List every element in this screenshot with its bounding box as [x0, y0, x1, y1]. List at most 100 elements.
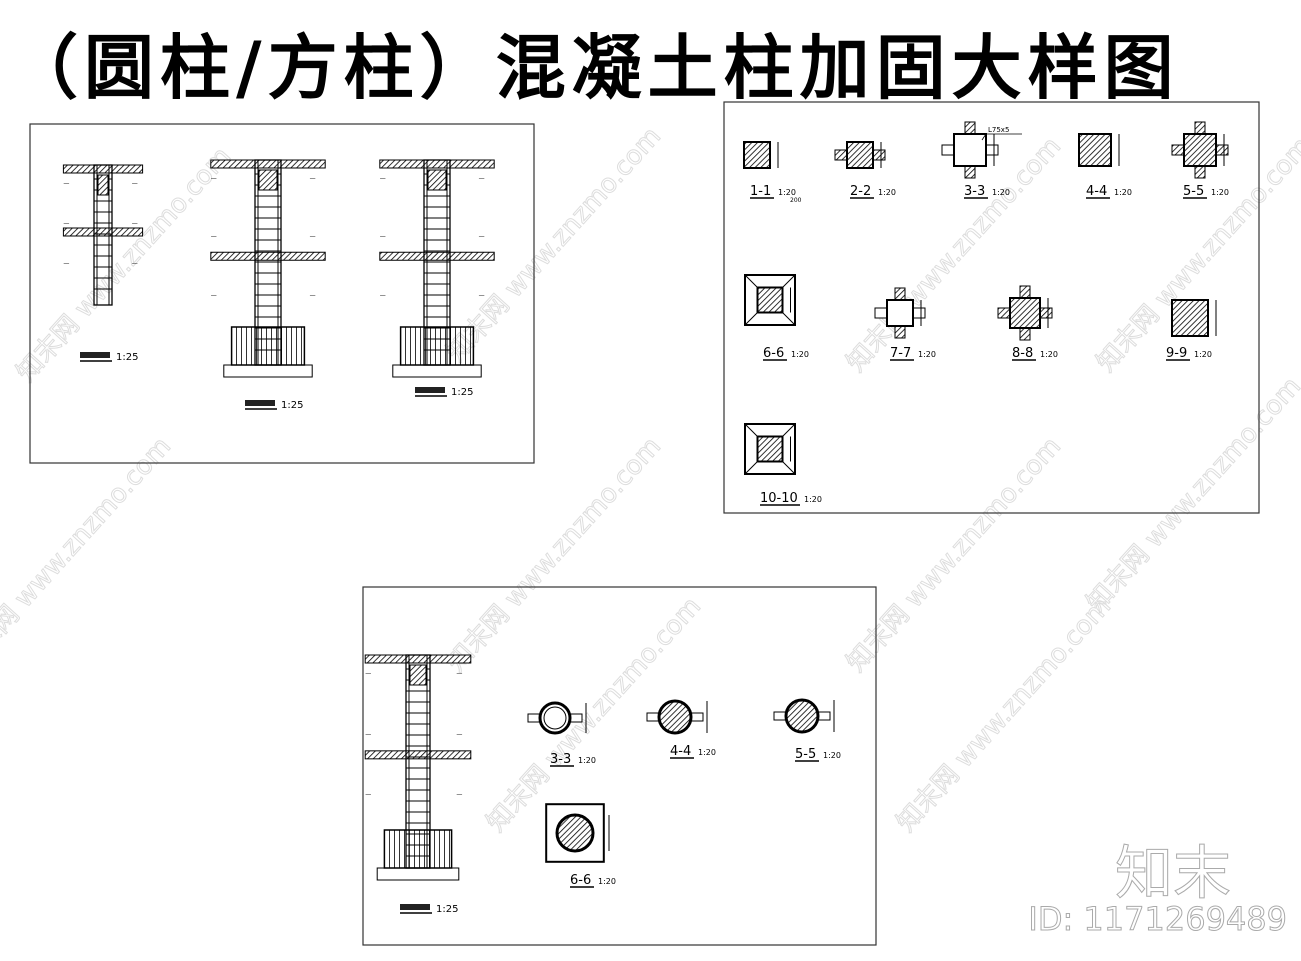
dimension-mark: — [211, 175, 217, 182]
caption-elevation-b: 1:25 [245, 400, 303, 411]
column-section [1171, 299, 1209, 337]
beam-section [258, 169, 278, 191]
slab-top [210, 159, 326, 169]
section-scale: 1:20 [1211, 188, 1229, 197]
dimension-mark: — [479, 292, 485, 299]
dimension-mark: — [456, 731, 462, 738]
watermark-text: 知末网 www.znzmo.com [441, 122, 667, 368]
section-scale: 1:20 [823, 751, 841, 760]
section-8-8 [997, 285, 1053, 341]
dimension-mark: — [365, 670, 371, 677]
jacket-outline [744, 274, 796, 326]
section-scale: 1:20 [578, 756, 596, 765]
diagonal [782, 461, 796, 475]
slab-middle [364, 750, 472, 760]
section-2-2 [834, 141, 886, 169]
column-section [743, 141, 771, 169]
caption-section-1-1: 1-1 1:20 [750, 184, 796, 199]
section-label: 6-6 [763, 346, 784, 361]
watermark-text: 知末网 www.znzmo.com [0, 432, 177, 678]
caption-title-block [415, 387, 445, 393]
annotation-leader [981, 133, 987, 141]
sheet-3-frame [362, 586, 877, 946]
section-scale: 1:20 [698, 748, 716, 757]
foundation [392, 364, 482, 378]
section-6-6 [744, 274, 796, 326]
diagonal [744, 423, 758, 437]
dimension-mark: — [456, 792, 462, 799]
dimension-mark: — [132, 260, 138, 267]
column-section [1009, 297, 1041, 329]
elevation-scale: 1:25 [451, 387, 473, 398]
caption-section-5-5: 5-5 1:20 [1183, 184, 1229, 199]
column-section [756, 435, 784, 463]
dimension-mark: — [63, 260, 69, 267]
column-section [756, 286, 784, 314]
section-3-3 [941, 121, 999, 179]
dimension-mark: — [211, 234, 217, 241]
column-section [1078, 133, 1112, 167]
jacket-outline [744, 423, 796, 475]
column-section [953, 133, 987, 167]
slab-middle [62, 227, 144, 237]
section-5-5 [1171, 121, 1229, 179]
section-10-10 [744, 423, 796, 475]
section-scale: 1:20 [918, 350, 936, 359]
slab-top [62, 164, 144, 174]
diagonal [782, 274, 796, 288]
caption-title-block [245, 400, 275, 406]
section-1-1 [743, 141, 779, 169]
slab-top [379, 159, 495, 169]
elevation-column-b: —————— [210, 159, 326, 378]
dimension-mark: — [365, 731, 371, 738]
elevation-round-column: —————— [364, 654, 472, 881]
angle-steel-annotation: L75x5 [988, 126, 1009, 134]
section-round-3-3 [527, 701, 587, 735]
section-scale: 1:20 [598, 877, 616, 886]
watermark-text: 知末网 www.znzmo.com [841, 432, 1067, 678]
column-section [846, 141, 874, 169]
watermark-text: 知末网 www.znzmo.com [891, 592, 1117, 838]
diagonal [782, 423, 796, 437]
footing-jacket [230, 326, 306, 366]
caption-round-elevation: 1:25 [400, 904, 458, 915]
section-4-4 [1078, 133, 1120, 167]
column-outline [93, 164, 113, 306]
section-label: 4-4 [1086, 184, 1107, 199]
section-label: 10-10 [760, 491, 798, 506]
caption-elevation-c: 1:25 [415, 387, 473, 398]
brand-logo: 知末 [1114, 839, 1231, 908]
elevation-scale: 1:25 [116, 352, 138, 363]
dimension-mark: — [132, 220, 138, 227]
beam-section [97, 174, 109, 196]
slab-top [364, 654, 472, 664]
section-1-1-note: 200 [790, 197, 802, 204]
section-scale: 1:20 [778, 188, 796, 197]
section-label: 5-5 [1183, 184, 1204, 199]
sheet-2-frame [723, 101, 1260, 514]
caption-title-block [80, 352, 110, 358]
inner-circle [543, 706, 567, 730]
section-scale: 1:20 [992, 188, 1010, 197]
section-label: 6-6 [570, 873, 591, 888]
section-label: 1-1 [750, 184, 771, 199]
caption-title-block [400, 904, 430, 910]
elevation-column-c: —————— [379, 159, 495, 378]
dimension-mark: — [456, 670, 462, 677]
section-9-9 [1171, 299, 1217, 337]
sheet-1-frame [29, 123, 535, 464]
dimension-mark: — [479, 175, 485, 182]
section-scale: 1:20 [1040, 350, 1058, 359]
slab-middle [379, 251, 495, 261]
column-section [886, 299, 914, 327]
section-label: 2-2 [850, 184, 871, 199]
section-label: 7-7 [890, 346, 911, 361]
watermark-text: 知末网 www.znzmo.com [841, 132, 1067, 378]
section-round-5-5 [773, 698, 835, 734]
dimension-mark: — [380, 175, 386, 182]
